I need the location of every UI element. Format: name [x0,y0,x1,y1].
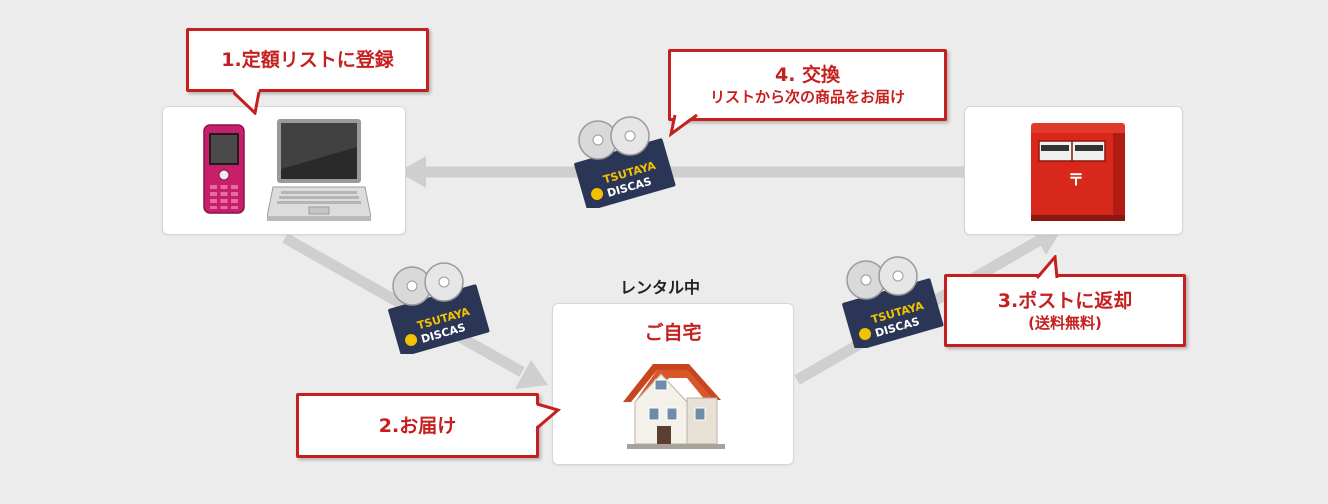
callout-tail [233,89,261,115]
step3-label: 3.ポストに返却 [997,289,1133,312]
step4-sub: リストから次の商品をお届け [709,88,905,106]
callout-step3: 3.ポストに返却 (送料無料) [944,255,1186,347]
devices-card [162,106,406,235]
step3-sub: (送料無料) [1028,313,1102,332]
dvd-package-left: TSUTAYA DISCAS [388,262,490,354]
step1-label: 1.定額リストに登録 [221,49,394,71]
svg-text:〒: 〒 [1068,170,1084,189]
rental-status-label: レンタル中 [620,278,701,297]
arrowhead-left [398,156,426,188]
step4-label: 4. 交換 [774,64,841,86]
post-card: 〒 [964,106,1183,235]
home-card: ご自宅 [552,303,794,465]
callout-tail [1035,255,1059,281]
dvd-package-right: TSUTAYA DISCAS [842,256,944,348]
dvd-package-top: TSUTAYA DISCAS [574,116,676,208]
callout-tail [534,402,562,430]
mobile-phone-icon [203,124,245,214]
house-icon [623,364,725,449]
callout-step4: 4. 交換 リストから次の商品をお届け [668,49,947,138]
mailbox-icon: 〒 [1031,123,1125,221]
callout-step1: 1.定額リストに登録 [186,28,429,115]
step2-label: 2.お届け [378,414,457,437]
arrowhead-home [515,360,548,389]
home-title: ご自宅 [644,322,702,344]
callout-tail [669,112,698,138]
laptop-icon [267,119,371,221]
callout-step2: 2.お届け [296,393,562,458]
